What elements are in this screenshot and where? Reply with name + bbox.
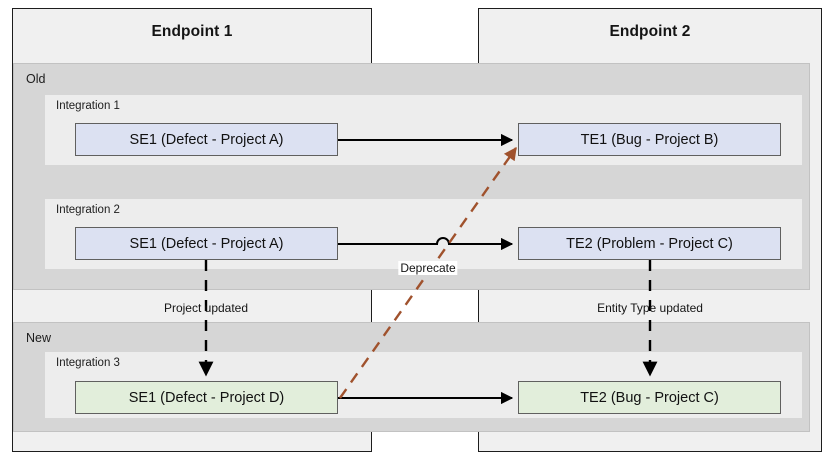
edge-label-entity-type-updated: Entity Type updated xyxy=(597,301,703,315)
endpoint-2-title: Endpoint 2 xyxy=(609,23,691,40)
integration-2-label: Integration 2 xyxy=(56,204,120,216)
endpoint-1-title: Endpoint 1 xyxy=(151,23,233,40)
edge-label-deprecate: Deprecate xyxy=(398,261,458,275)
entity-te2-problem-project-c[interactable]: TE2 (Problem - Project C) xyxy=(518,227,781,260)
edge-label-project-updated: Project updated xyxy=(163,301,249,315)
entity-se1-defect-project-a-integration-2[interactable]: SE1 (Defect - Project A) xyxy=(75,227,338,260)
entity-se1-defect-project-d[interactable]: SE1 (Defect - Project D) xyxy=(75,381,338,414)
integration-3-label: Integration 3 xyxy=(56,357,120,369)
integration-1-label: Integration 1 xyxy=(56,100,120,112)
band-new-label: New xyxy=(26,331,52,345)
entity-te2-bug-project-c[interactable]: TE2 (Bug - Project C) xyxy=(518,381,781,414)
entity-se1-defect-project-a-integration-1[interactable]: SE1 (Defect - Project A) xyxy=(75,123,338,156)
entity-te1-bug-project-b[interactable]: TE1 (Bug - Project B) xyxy=(518,123,781,156)
band-old-label: Old xyxy=(26,72,46,86)
